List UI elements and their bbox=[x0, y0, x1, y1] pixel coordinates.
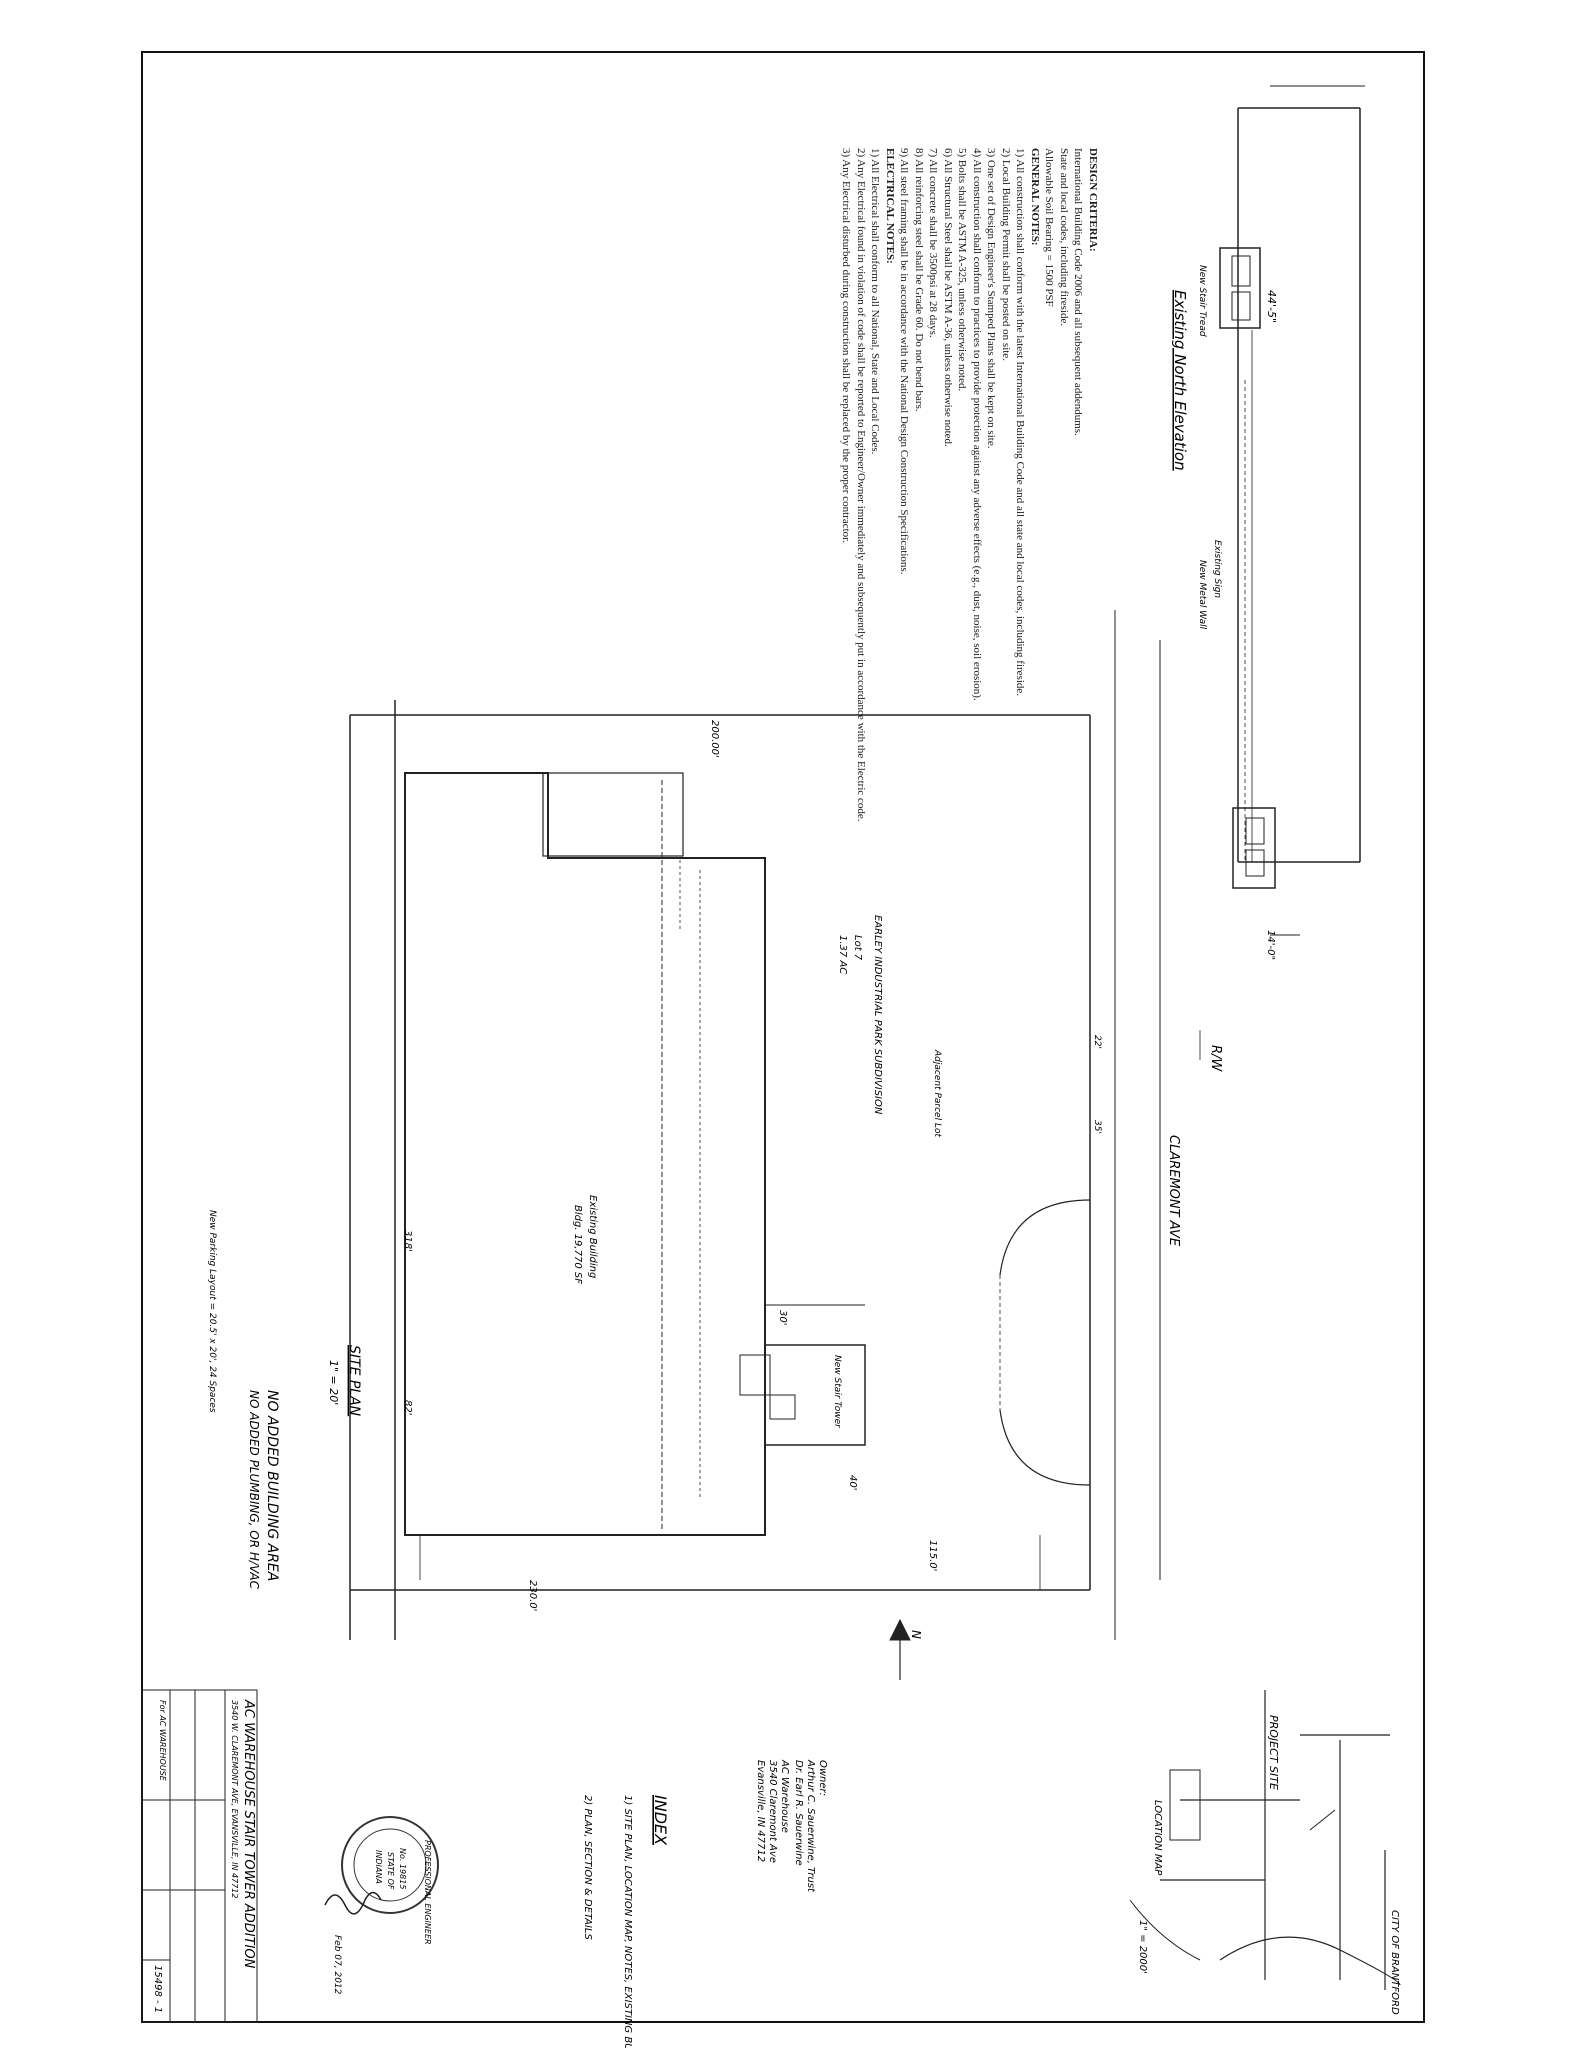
svg-text:Evansville, IN 47712: Evansville, IN 47712 bbox=[755, 1760, 766, 1862]
no-added-plumbing: NO ADDED PLUMBING, OR H/VAC bbox=[247, 1390, 261, 1590]
electrical-note: 3) Any Electrical disturbed during const… bbox=[840, 148, 853, 543]
site-dim-35: 35' bbox=[1092, 1120, 1102, 1134]
notes-block: DESIGN CRITERIA: International Building … bbox=[839, 148, 1100, 822]
existing-building-outline bbox=[404, 772, 766, 1536]
elevation-stair-box bbox=[1219, 247, 1261, 329]
general-note: 4) All construction shall conform to pra… bbox=[971, 148, 983, 701]
owner-block: Owner: Arthur C. Sauerwine, Trust Dr. Ea… bbox=[755, 1759, 828, 1893]
existing-building-area: Bldg. 19,770 SF bbox=[572, 1205, 583, 1284]
signature-date: Feb 07, 2012 bbox=[332, 1935, 342, 1995]
design-criteria-line3: Allowable Soil Bearing = 1500 PSF bbox=[1043, 148, 1056, 307]
seal-top: PROFESSIONAL ENGINEER bbox=[423, 1840, 432, 1945]
svg-text:INDEX: INDEX bbox=[651, 1795, 670, 1846]
elevation-dim-top: 44'-5" bbox=[1265, 290, 1278, 323]
title-for: For AC WAREHOUSE bbox=[158, 1700, 167, 1782]
elevation-label-stair: New Stair Tread bbox=[1197, 265, 1207, 337]
sheet-border bbox=[141, 51, 1425, 2023]
general-note: 8) All reinforcing steel shall be Grade … bbox=[913, 148, 925, 412]
svg-text:Arthur C. Sauerwine, Trust: Arthur C. Sauerwine, Trust bbox=[805, 1759, 816, 1893]
north-elevation bbox=[1219, 85, 1365, 936]
elevation-title: Existing North Elevation bbox=[1171, 290, 1189, 471]
general-note: 6) All Structural Steel shall be ASTM A-… bbox=[942, 148, 954, 447]
site-plan-title: SITE PLAN bbox=[346, 1345, 362, 1417]
north-label: N bbox=[909, 1630, 923, 1639]
svg-text:3540 Claremont Ave: 3540 Claremont Ave bbox=[767, 1760, 778, 1863]
no-added-area: NO ADDED BUILDING AREA bbox=[264, 1390, 280, 1581]
site-dim-side-a: 318' bbox=[402, 1230, 413, 1252]
design-criteria-line2: State and local codes, including firesid… bbox=[1058, 148, 1070, 327]
svg-text:Dr. Earl R. Sauerwine: Dr. Earl R. Sauerwine bbox=[793, 1760, 804, 1866]
title-project: AC WAREHOUSE STAIR TOWER ADDITION bbox=[241, 1699, 256, 1969]
lot-acres: 1.37 AC bbox=[837, 935, 848, 974]
city-label: CITY OF BRANTFORD bbox=[1389, 1910, 1400, 2015]
site-row-label: R/W bbox=[1208, 1045, 1223, 1072]
elevation-label-sign: Existing Sign bbox=[1212, 540, 1222, 598]
seal-state: STATE OF bbox=[386, 1852, 395, 1890]
svg-text:1) SITE PLAN, LOCATION MAP, NO: 1) SITE PLAN, LOCATION MAP, NOTES, EXIST… bbox=[622, 1795, 633, 2048]
title-sheet-no: 15498 - 1 bbox=[152, 1965, 163, 2013]
site-dim-40: 40' bbox=[847, 1475, 858, 1490]
engineer-signature bbox=[324, 1891, 382, 1915]
parking-note: New Parking Layout = 20.5' x 20', 24 Spa… bbox=[207, 1210, 217, 1413]
site-dim-right: 115.0' bbox=[927, 1540, 938, 1571]
general-note: 1) All construction shall conform with t… bbox=[1014, 148, 1027, 697]
existing-building-label: Existing Building bbox=[587, 1195, 598, 1278]
adjacent-lot: Adjacent Parcel Lot bbox=[932, 1049, 942, 1137]
lot-sub: Lot 7 bbox=[852, 935, 863, 961]
site-dim-30: 30' bbox=[777, 1310, 788, 1325]
general-note: 2) Local Building Permit shall be posted… bbox=[1000, 148, 1012, 361]
seal-number: No. 19815 bbox=[398, 1848, 407, 1889]
electrical-notes-heading: ELECTRICAL NOTES: bbox=[884, 148, 896, 264]
electrical-note: 2) Any Electrical found in violation of … bbox=[855, 148, 867, 822]
project-site-label: PROJECT SITE bbox=[1267, 1715, 1280, 1790]
general-note: 7) All concrete shall be 3500psi at 28 d… bbox=[927, 148, 940, 338]
svg-text:Owner:: Owner: bbox=[817, 1760, 828, 1796]
general-note: 3) One set of Design Engineer's Stamped … bbox=[985, 148, 998, 449]
elevation-label-wall: New Metal Wall bbox=[1197, 560, 1207, 630]
general-note: 9) All steel framing shall be in accorda… bbox=[898, 148, 911, 575]
engineer-seal bbox=[341, 1816, 439, 1914]
elevation-dim-small: 14'-0" bbox=[1265, 930, 1276, 960]
new-stair-label: New Stair Tower bbox=[832, 1355, 842, 1429]
title-block bbox=[141, 1689, 258, 2023]
seal-name: INDIANA bbox=[374, 1850, 383, 1884]
location-map-scale: 1" = 2000' bbox=[1137, 1920, 1148, 1974]
site-dim-top: 200.00' bbox=[709, 720, 720, 758]
site-dim-bottom: 230.0' bbox=[527, 1580, 538, 1611]
svg-text:2) PLAN, SECTION & DETAILS: 2) PLAN, SECTION & DETAILS bbox=[582, 1795, 593, 1941]
design-criteria-line1: International Building Code 2006 and all… bbox=[1072, 148, 1085, 436]
general-notes-heading: GENERAL NOTES: bbox=[1029, 148, 1041, 246]
site-plan-scale: 1" = 20' bbox=[327, 1360, 340, 1405]
design-criteria-heading: DESIGN CRITERIA: bbox=[1087, 148, 1099, 252]
location-map bbox=[1129, 1690, 1401, 1990]
title-address: 3540 W. CLAREMONT AVE, EVANSVILLE, IN 47… bbox=[230, 1700, 239, 1898]
site-plan bbox=[349, 610, 1201, 1680]
index-block: INDEX 1) SITE PLAN, LOCATION MAP, NOTES,… bbox=[582, 1795, 670, 2048]
general-note: 5) Bolts shall be ASTM A-325, unless oth… bbox=[956, 148, 969, 392]
lot-label: EARLEY INDUSTRIAL PARK SUBDIVISION bbox=[872, 915, 883, 1115]
svg-text:AC Warehouse: AC Warehouse bbox=[779, 1759, 790, 1833]
location-map-title: LOCATION MAP bbox=[1152, 1800, 1163, 1876]
electrical-note: 1) All Electrical shall conform to all N… bbox=[869, 148, 882, 455]
site-dim-22: 22' bbox=[1092, 1035, 1102, 1049]
street-name: CLAREMONT AVE bbox=[1166, 1135, 1181, 1247]
site-dim-side-b: 82' bbox=[402, 1400, 413, 1415]
